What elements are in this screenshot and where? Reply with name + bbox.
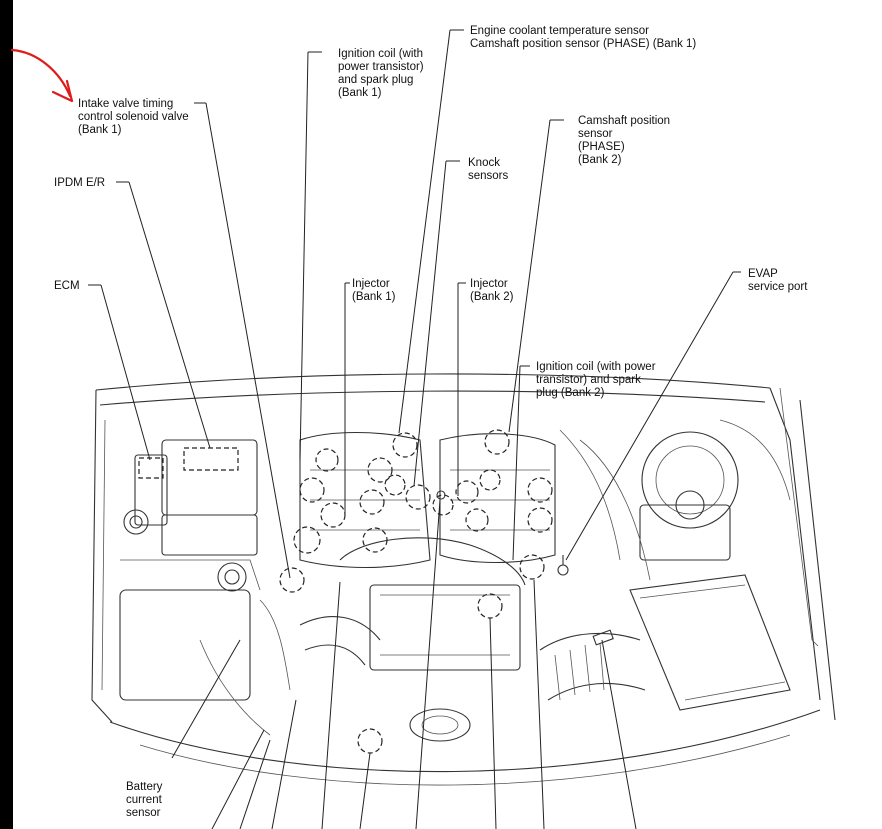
coolant-temperature-sensor bbox=[436, 490, 446, 500]
label-ecm: ECM bbox=[54, 280, 80, 292]
ecm-callout bbox=[138, 457, 164, 479]
label-evap-service-port: EVAP service port bbox=[748, 268, 808, 293]
label-ignition-coil-bank-2: Ignition coil (with power transistor) an… bbox=[536, 361, 659, 399]
evap-service-port bbox=[557, 555, 569, 576]
label-camshaft-position-sensor-bank-2: Camshaft position sensor (PHASE) (Bank 2… bbox=[578, 115, 673, 166]
label-engine-coolant-temp-sensor: Engine coolant temperature sensor Camsha… bbox=[470, 25, 696, 50]
label-knock-sensors: Knock sensors bbox=[468, 157, 509, 182]
component-callouts bbox=[279, 429, 553, 754]
label-injector-bank-2: Injector (Bank 2) bbox=[470, 278, 514, 303]
label-intake-valve-timing-solenoid: Intake valve timing control solenoid val… bbox=[78, 98, 192, 136]
label-ipdm-er: IPDM E/R bbox=[54, 177, 105, 189]
label-injector-bank-1: Injector (Bank 1) bbox=[352, 278, 396, 303]
hand-drawn-arrow-icon bbox=[10, 48, 74, 103]
hose-clip bbox=[592, 629, 614, 646]
label-ignition-coil-bank-1: Ignition coil (with power transistor) an… bbox=[338, 48, 427, 99]
label-battery-current-sensor: Battery current sensor bbox=[126, 781, 166, 819]
leader-lines bbox=[88, 29, 741, 829]
left-edge-bar bbox=[0, 0, 13, 829]
ipdm-callout bbox=[183, 447, 239, 471]
engine-drawing bbox=[91, 373, 836, 786]
